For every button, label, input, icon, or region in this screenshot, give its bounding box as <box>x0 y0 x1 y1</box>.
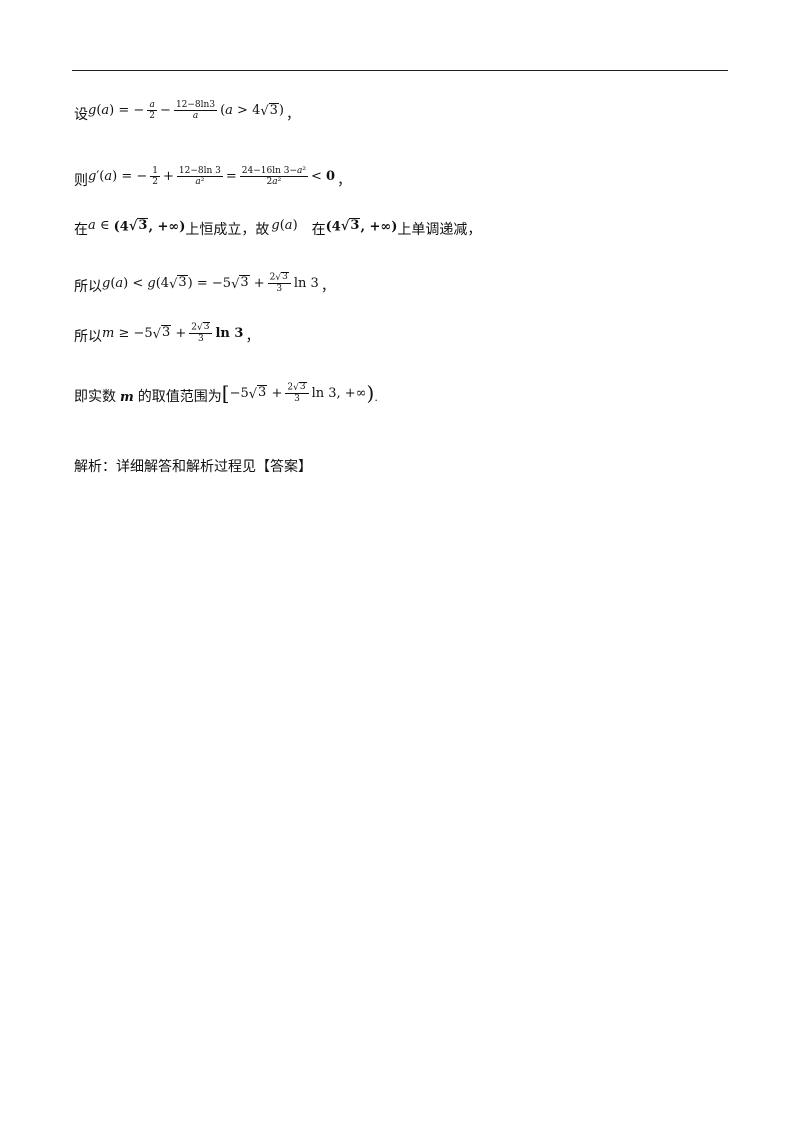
line-suffix: ， <box>337 172 352 189</box>
line-text: 的取值范围为 <box>137 389 222 406</box>
line-prefix: 则 <box>74 172 88 189</box>
line-prefix: 设 <box>74 106 88 123</box>
line-prefix: 所以 <box>74 279 102 296</box>
math-interval-domain: a ∈ (4√3, +∞) <box>88 218 186 235</box>
line-prefix: 在 <box>74 221 88 238</box>
line-suffix: 上单调递减， <box>397 221 482 238</box>
line-suffix: ， <box>245 329 260 346</box>
line-monotonic: 在 a ∈ (4√3, +∞) 上恒成立，故 g(a) 在 (4√3, +∞) … <box>74 218 481 241</box>
line-prefix: 即实数 <box>74 389 116 406</box>
math-variable-m: m <box>120 389 134 405</box>
line-suffix: ， <box>286 106 300 123</box>
analysis-text: 解析：详细解答和解析过程见【答案】 <box>74 459 312 475</box>
line-prefix: 所以 <box>74 329 102 346</box>
analysis-line: 解析：详细解答和解析过程见【答案】 <box>74 460 312 474</box>
line-text: 在 <box>311 221 326 238</box>
line-suffix: ， <box>320 279 335 296</box>
header-rule <box>72 70 728 71</box>
math-function-g: g(a) <box>271 218 298 234</box>
math-interval: (4√3, +∞) <box>325 218 398 235</box>
line-text: 上恒成立，故 <box>185 221 270 238</box>
line-suffix: . <box>374 390 378 404</box>
